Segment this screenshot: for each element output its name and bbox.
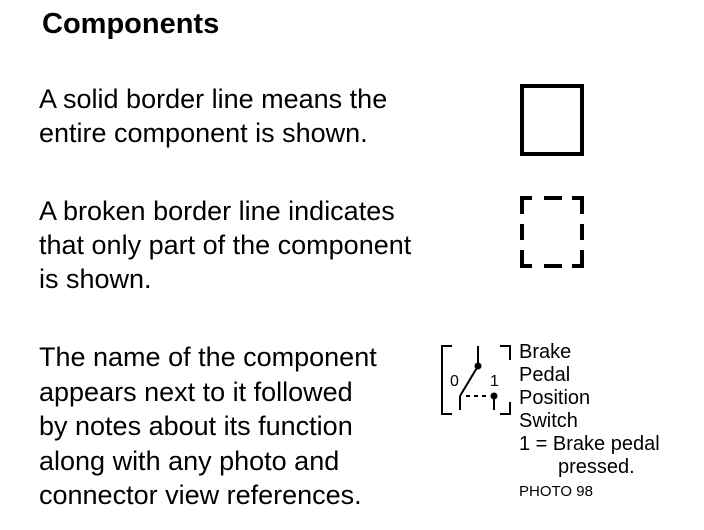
page-title: Components bbox=[42, 8, 220, 40]
switch-contact bbox=[490, 392, 498, 400]
broken-border-description: A broken border line indicates that only… bbox=[39, 196, 412, 294]
component-label-line: Switch bbox=[519, 410, 578, 432]
broken-border-box bbox=[520, 196, 584, 268]
switch-pivot bbox=[474, 362, 482, 370]
switch-off-label: 0 bbox=[450, 373, 459, 390]
switch-on-label: 1 bbox=[490, 373, 499, 390]
component-label-line: 1 = Brake pedal bbox=[519, 433, 660, 455]
photo-reference: PHOTO 98 bbox=[519, 483, 593, 500]
component-label-continuation: pressed. bbox=[558, 456, 635, 478]
solid-border-description: A solid border line means the entire com… bbox=[39, 84, 388, 148]
component-label-line: Position bbox=[519, 387, 591, 409]
component-label-line: Brake bbox=[519, 341, 572, 363]
component-label: Brake Pedal Position Switch 1 = Brake pe… bbox=[519, 341, 660, 503]
component-name-description: The name of the component appears next t… bbox=[39, 342, 377, 510]
brake-pedal-switch-symbol: 0 1 bbox=[441, 345, 511, 415]
solid-border-box bbox=[520, 84, 584, 156]
component-label-line: Pedal bbox=[519, 364, 571, 386]
